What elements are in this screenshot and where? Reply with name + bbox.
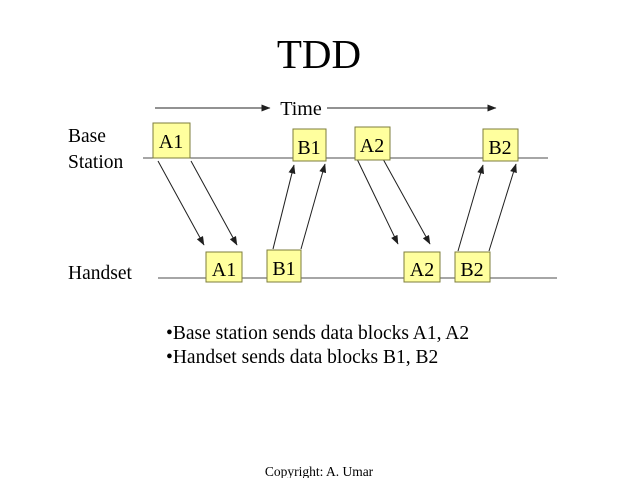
slide-title: TDD (276, 31, 362, 77)
base-block-a1-box (152, 122, 191, 159)
base-block-a2-label: A2 (360, 135, 384, 157)
handset-block-a1-label: A1 (212, 259, 236, 281)
time-axis-label: Time (280, 98, 322, 120)
handset-block-b2-box (454, 251, 491, 283)
arrow-base-a1-to-handset-2 (190, 160, 238, 246)
handset-block-a2-box (403, 251, 441, 283)
base-station-label: Base Station (68, 126, 124, 173)
arrow-handset-b2-to-base-1 (457, 164, 484, 252)
arrow-handset-b1-to-base-1 (272, 164, 296, 250)
handset-block-b2-label: B2 (460, 259, 483, 281)
handset-block-a1-box (205, 251, 243, 283)
base-block-b1: B1 (292, 128, 327, 162)
handset-label: Handset (68, 263, 132, 284)
handset-block-a1: A1 (205, 251, 243, 283)
base-block-b2: B2 (482, 128, 519, 162)
arrow-base-a2-to-handset-1 (356, 158, 399, 245)
handset-block-b2: B2 (454, 251, 491, 283)
base-block-a2-box (354, 126, 391, 161)
arrow-handset-b2-to-base-2 (488, 163, 517, 252)
arrow-base-a1-to-handset-1 (157, 160, 205, 246)
bullet-item: •Base station sends data blocks A1, A2 (166, 323, 470, 344)
base-block-b2-label: B2 (488, 137, 511, 159)
base-block-b1-label: B1 (297, 137, 320, 159)
handset-block-a2-label: A2 (410, 259, 434, 281)
arrow-base-a2-to-handset-2 (382, 158, 431, 245)
copyright-text: Copyright: A. Umar (264, 464, 374, 478)
bullet-list: •Base station sends data blocks A1, A2 •… (166, 322, 469, 369)
base-block-a1: A1 (152, 122, 191, 159)
handset-block-a2: A2 (403, 251, 441, 283)
handset-block-b1-label: B1 (272, 258, 295, 280)
base-block-b1-box (292, 128, 327, 162)
base-block-a1-label: A1 (159, 131, 183, 153)
base-block-b2-box (482, 128, 519, 162)
base-block-a2: A2 (354, 126, 391, 161)
handset-block-b1-box (266, 249, 302, 283)
handset-block-b1: B1 (266, 249, 302, 283)
arrow-handset-b1-to-base-2 (300, 163, 327, 250)
bullet-item: •Handset sends data blocks B1, B2 (166, 346, 439, 368)
